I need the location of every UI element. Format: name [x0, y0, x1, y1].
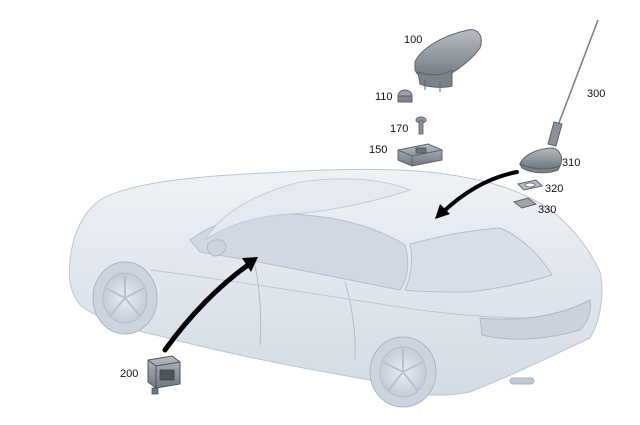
car-windshield [204, 178, 412, 241]
part-330-seal-pad [512, 197, 538, 209]
car-taillight [479, 299, 591, 340]
label-330: 330 [538, 204, 556, 216]
arrow-module-to-door-head [242, 257, 258, 272]
car-door-line-rear [344, 281, 356, 361]
label-100: 100 [404, 34, 422, 46]
label-110: 110 [375, 91, 393, 103]
car-front-wheel [92, 261, 158, 335]
label-200: 200 [120, 368, 138, 380]
arrow-antenna-to-roof-head [435, 204, 450, 219]
label-310: 310 [562, 157, 580, 169]
part-150-antenna-module [397, 143, 443, 167]
label-320: 320 [545, 183, 563, 195]
part-320-gasket [517, 179, 543, 191]
car-rear-window [404, 227, 553, 293]
arrow-antenna-to-roof [441, 170, 519, 214]
car-door-line-front [254, 264, 262, 346]
car-silhouette [68, 168, 603, 408]
part-200-control-unit [147, 355, 181, 395]
label-300: 300 [587, 88, 605, 100]
arrow-module-to-door [162, 262, 251, 353]
label-170: 170 [390, 123, 408, 135]
car-exhaust [509, 377, 535, 385]
car-side-mirror [206, 239, 227, 257]
part-310-antenna-base [518, 147, 563, 174]
label-150: 150 [369, 144, 387, 156]
part-300-rod-antenna [547, 19, 599, 147]
part-170-screw [415, 116, 427, 135]
part-100-antenna-cover [414, 29, 482, 92]
part-110-clip [397, 89, 413, 103]
car-rear-wheel [369, 336, 437, 408]
